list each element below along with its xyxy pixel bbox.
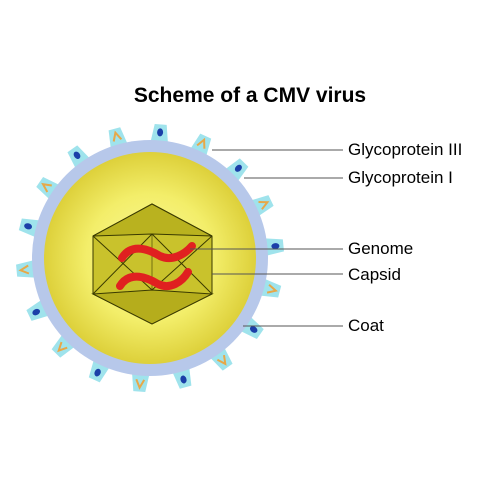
glycoprotein-i-marker (135, 378, 146, 390)
genome-strand-lower (116, 268, 192, 291)
glycoprotein-iii-marker (73, 151, 81, 159)
glycoprotein-i-marker (57, 341, 68, 353)
capsid-shape (91, 203, 214, 325)
label-genome: Genome (348, 239, 414, 258)
glycoprotein-i-marker (196, 137, 206, 149)
glycoprotein-spike (16, 259, 38, 278)
glycoprotein-i-marker (258, 201, 270, 210)
glycoprotein-iii-marker (271, 243, 280, 250)
label-glycoprotein-iii: Glycoprotein III (348, 140, 463, 159)
glycoprotein-iii-marker (24, 223, 33, 230)
glycoprotein-iii-marker (234, 164, 242, 172)
glycoprotein-iii-marker (157, 128, 164, 137)
leader-lines (190, 149, 343, 327)
glycoprotein-iii-marker (32, 308, 41, 316)
genome-strand-upper (118, 242, 196, 263)
glycoprotein-i-marker (266, 284, 278, 294)
glycoprotein-spike (131, 370, 150, 393)
label-coat: Coat (348, 316, 384, 335)
glycoprotein-i-marker (112, 130, 123, 142)
label-glycoprotein-i: Glycoprotein I (348, 168, 453, 187)
label-capsid: Capsid (348, 265, 401, 284)
glycoprotein-iii-marker (249, 326, 258, 333)
diagram-title: Scheme of a CMV virus (133, 84, 367, 107)
glycoprotein-i-marker (41, 182, 52, 193)
glycoprotein-i-marker (216, 354, 227, 366)
glycoprotein-iii-marker (94, 368, 101, 377)
glycoprotein-i-marker (18, 264, 30, 275)
glycoprotein-iii-marker (180, 375, 187, 384)
